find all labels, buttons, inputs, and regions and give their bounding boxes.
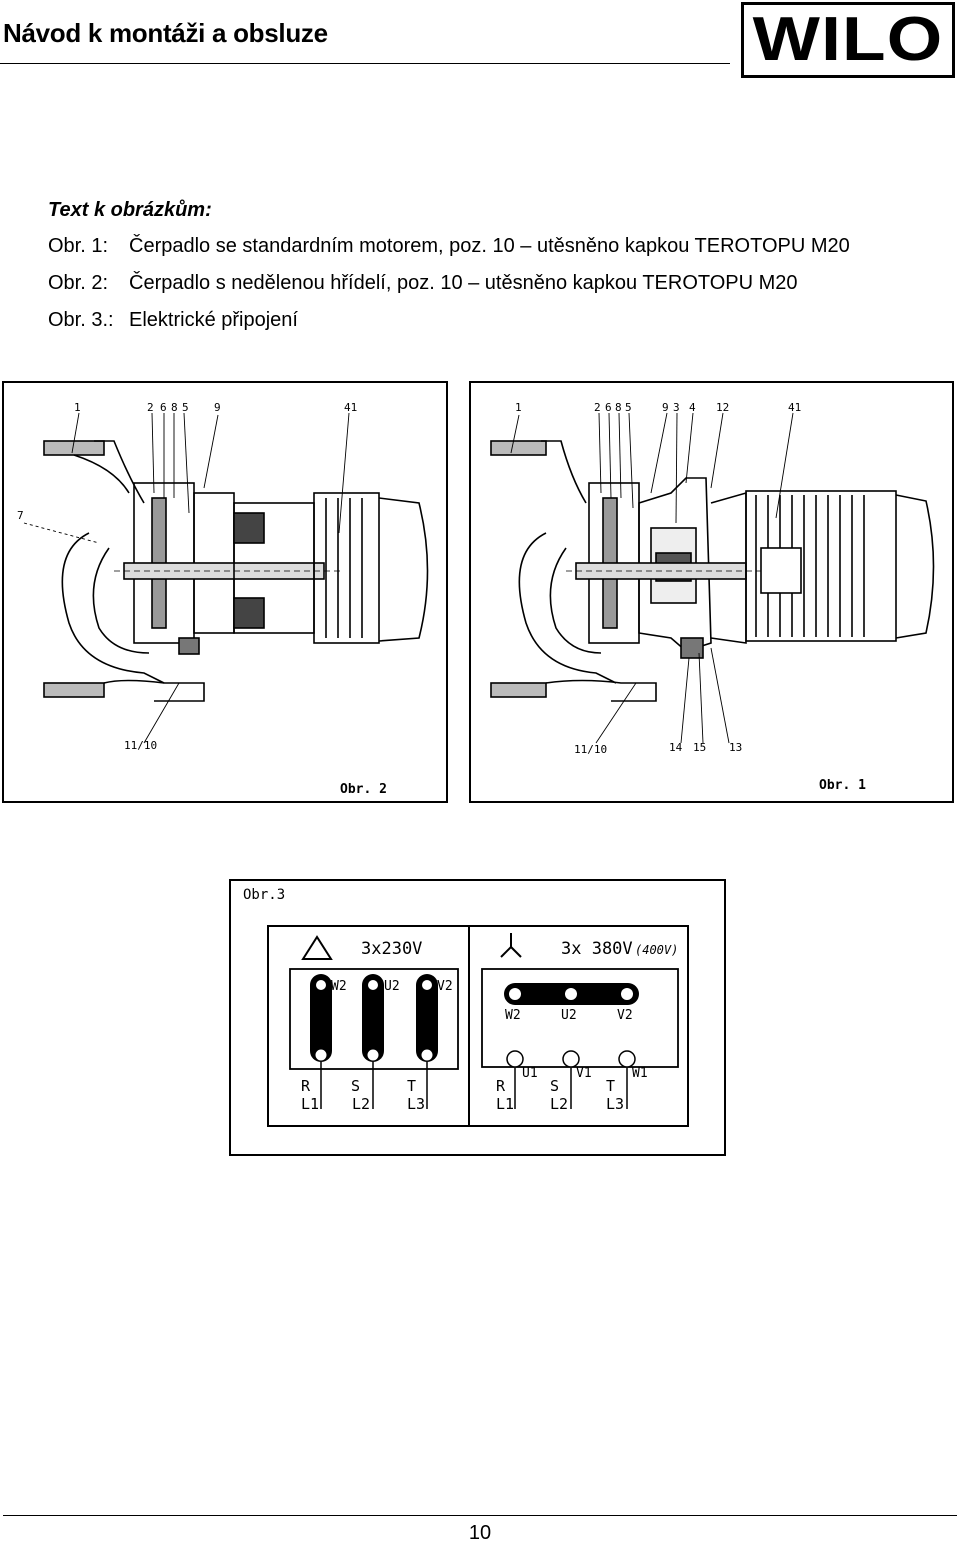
callout-label: 6 [160, 401, 167, 414]
document-title: Návod k montáži a obsluze [3, 18, 328, 48]
terminal-label: V2 [437, 979, 453, 994]
callout-label: 14 [669, 741, 683, 754]
callout-label: 5 [625, 401, 632, 414]
terminal-label: V1 [576, 1066, 592, 1081]
line-label: L3 [606, 1095, 624, 1113]
terminal-label: U2 [384, 979, 400, 994]
captions-heading: Text k obrázkům: [48, 199, 212, 221]
line-label: L2 [550, 1095, 568, 1113]
caption-obr-3: Obr. 3.: Elektrické připojení [48, 309, 298, 332]
star-connection-panel: 3x 380V (400V) W2 U2 V2 U1 V1 W1 R S T L… [481, 933, 679, 1113]
figure-label: Obr. 1 [819, 778, 866, 793]
callout-label: 1 [74, 401, 81, 414]
star-symbol-icon [500, 933, 522, 958]
terminal-label: V2 [617, 1008, 633, 1023]
callout-label: 13 [729, 741, 742, 754]
figure-obr-3: Obr.3 3x230V W2 U2 V2 R S T [229, 879, 726, 1156]
caption-label: Obr. 2: [48, 272, 109, 294]
callout-label: 8 [615, 401, 622, 414]
terminal-label: W2 [331, 979, 347, 994]
phase-label: S [550, 1077, 559, 1095]
caption-label: Obr. 1: [48, 235, 109, 257]
callout-label: 15 [693, 741, 706, 754]
phase-label: T [606, 1077, 615, 1095]
figure-obr-1: 1 2 6 8 5 9 3 4 12 41 11/10 14 15 13 Obr… [469, 381, 954, 803]
phase-label: S [351, 1077, 360, 1095]
star-voltage-note: (400V) [635, 943, 678, 957]
figure-label: Obr.3 [243, 887, 285, 903]
line-label: L1 [301, 1095, 319, 1113]
terminal-label: U1 [522, 1066, 538, 1081]
phase-label: T [407, 1077, 416, 1095]
line-label: L3 [407, 1095, 425, 1113]
callout-label: 2 [594, 401, 601, 414]
callout-label: 5 [182, 401, 189, 414]
callout-label: 41 [788, 401, 801, 414]
wilo-logo: WILO [741, 2, 955, 78]
line-label: L2 [352, 1095, 370, 1113]
delta-symbol-icon [301, 935, 333, 960]
star-voltage: 3x 380V [561, 939, 633, 959]
page-number: 10 [468, 1522, 492, 1544]
callout-label: 7 [17, 509, 24, 522]
caption-obr-2: Obr. 2: Čerpadlo s nedělenou hřídelí, poz… [48, 272, 798, 295]
terminal-label: W1 [632, 1066, 648, 1081]
callout-label: 11/10 [574, 743, 607, 756]
terminal-label: W2 [505, 1008, 521, 1023]
phase-label: R [301, 1077, 311, 1095]
pump-drawing-obr-2: 1 2 6 8 5 9 41 7 11/10 Obr. 2 [17, 401, 429, 797]
figure-label: Obr. 2 [340, 782, 387, 797]
caption-text: Čerpadlo s nedělenou hřídelí, poz. 10 – … [129, 272, 798, 294]
figure-obr-2: 1 2 6 8 5 9 41 7 11/10 Obr. 2 [2, 381, 448, 803]
callout-label: 41 [344, 401, 357, 414]
delta-connection-panel: 3x230V W2 U2 V2 R S T L1 L2 L3 [289, 935, 459, 1113]
callout-label: 9 [214, 401, 221, 414]
callout-label: 4 [689, 401, 696, 414]
caption-obr-1: Obr. 1: Čerpadlo se standardním motorem, … [48, 235, 850, 258]
header-rule [0, 63, 730, 64]
callout-label: 9 [662, 401, 669, 414]
callout-label: 6 [605, 401, 612, 414]
caption-text: Čerpadlo se standardním motorem, poz. 10… [129, 235, 850, 257]
callout-label: 11/10 [124, 739, 157, 752]
caption-label: Obr. 3.: [48, 309, 114, 331]
wiring-diagram-obr-3: Obr.3 3x230V W2 U2 V2 R S T [243, 887, 689, 1127]
delta-voltage: 3x230V [361, 939, 422, 959]
callout-label: 2 [147, 401, 154, 414]
callout-label: 8 [171, 401, 178, 414]
line-label: L1 [496, 1095, 514, 1113]
callout-label: 3 [673, 401, 680, 414]
callout-label: 12 [716, 401, 729, 414]
footer-rule [3, 1515, 957, 1516]
phase-label: R [496, 1077, 506, 1095]
pump-drawing-obr-1: 1 2 6 8 5 9 3 4 12 41 11/10 14 15 13 Obr… [490, 401, 935, 793]
logo-text: WILO [752, 5, 944, 74]
callout-label: 1 [515, 401, 522, 414]
caption-text: Elektrické připojení [129, 309, 298, 331]
terminal-label: U2 [561, 1008, 577, 1023]
